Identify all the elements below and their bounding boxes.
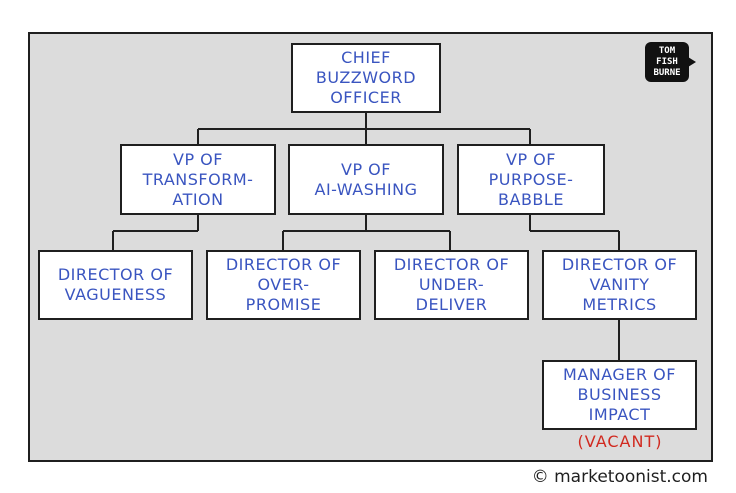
signature-line-3: BURNE (653, 67, 681, 78)
tom-fishburne-signature-logo: TOM FISH BURNE (645, 42, 696, 82)
signature-line-1: TOM (658, 45, 676, 56)
vp-purpose-babble-box: VP OF PURPOSE- BABBLE (457, 144, 605, 215)
vp-transformation-box: VP OF TRANSFORM- ATION (120, 144, 276, 215)
director-vanity-metrics-box: DIRECTOR OF VANITY METRICS (542, 250, 697, 320)
signature-line-2: FISH (656, 56, 678, 67)
director-over-promise-box: DIRECTOR OF OVER- PROMISE (206, 250, 361, 320)
footer-credit: © marketoonist.com (0, 467, 708, 487)
director-vagueness-box: DIRECTOR OF VAGUENESS (38, 250, 193, 320)
manager-business-impact-box: MANAGER OF BUSINESS IMPACT (542, 360, 697, 430)
vacant-label: (VACANT) (577, 432, 663, 451)
chief-buzzword-officer-box: CHIEF BUZZWORD OFFICER (291, 43, 441, 113)
vp-ai-washing-box: VP OF AI-WASHING (288, 144, 444, 215)
site-name: marketoonist.com (554, 467, 708, 487)
copyright-icon: © (531, 467, 549, 487)
director-under-deliver-box: DIRECTOR OF UNDER- DELIVER (374, 250, 529, 320)
